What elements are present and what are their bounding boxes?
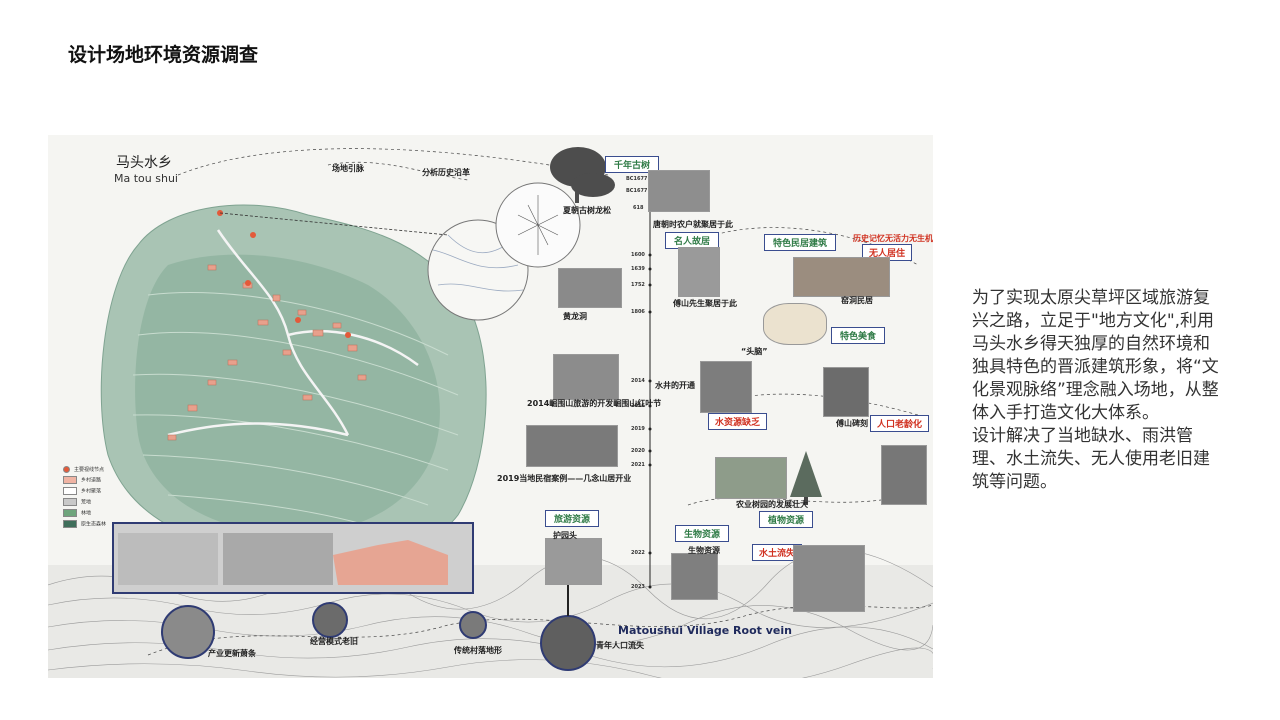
tag-tourism: 旅游资源 xyxy=(545,510,600,527)
tag-aging: 人口老龄化 xyxy=(870,415,930,432)
legend-label: 乡村道路 xyxy=(81,477,102,484)
year-label: 2023 xyxy=(631,584,645,590)
year-label: 1600 xyxy=(631,252,645,258)
legend-item: 荒地 xyxy=(63,498,91,506)
food-photo xyxy=(763,303,827,345)
tour-caption: 2014崛围山旅游的开发崛围山红叶节 xyxy=(527,399,662,408)
soil-photo xyxy=(793,545,865,612)
stele-photo xyxy=(823,367,869,417)
homestay-photo xyxy=(526,425,618,467)
legend-item: 林地 xyxy=(63,509,91,517)
tag-food: 特色美食 xyxy=(831,327,886,344)
legend-swatch xyxy=(63,466,70,473)
legend-item: 乡村聚落 xyxy=(63,487,101,495)
year-label: 2022 xyxy=(631,550,645,556)
legend-label: 乡村聚落 xyxy=(81,488,102,495)
tour-photo xyxy=(553,354,619,400)
description-text: 为了实现太原尖草坪区域旅游复兴之路，立足于"地方文化",利用马头水乡得天独厚的自… xyxy=(972,287,1222,494)
toutou-caption: “头脑” xyxy=(741,347,768,356)
year-label: 2021 xyxy=(631,462,645,468)
site-analysis-board: 马头水乡 Ma tou shui 场地引脉 分析历史沿革 BC1677 BC16… xyxy=(48,135,933,678)
legend-label: 林地 xyxy=(81,510,92,517)
tag-folk-building: 特色民居建筑 xyxy=(764,234,837,251)
site-guide-label: 场地引脉 xyxy=(332,164,364,173)
memory-note: 历史记忆无活力无生机 xyxy=(853,234,933,243)
cave-house-photo xyxy=(793,257,890,297)
year-label: 2020 xyxy=(631,448,645,454)
fushan-photo xyxy=(678,247,720,297)
xia-pine-caption: 夏朝古树龙松 xyxy=(563,206,611,215)
legend-item: 主要视线节点 xyxy=(63,466,104,473)
year-label: BC1677 xyxy=(626,188,648,194)
place-subtitle: Ma tou shui xyxy=(114,172,178,185)
hugang-caption: 护园头 xyxy=(553,531,577,540)
bio-caption: 生物资源 xyxy=(688,546,720,555)
legend-swatch xyxy=(63,476,77,484)
industry-caption: 产业更新萧条 xyxy=(208,649,256,658)
year-label: 618 xyxy=(633,205,644,211)
well-photo xyxy=(700,361,752,413)
yellow-dragon-caption: 黄龙洞 xyxy=(563,312,587,321)
tag-ancient-tree: 千年古树 xyxy=(605,156,660,173)
legend-swatch xyxy=(63,520,77,528)
homestay-caption: 2019当地民宿案例——几念山居开业 xyxy=(497,474,632,483)
orchard-caption: 农业树园的发展壮大 xyxy=(736,500,808,509)
hugang-photo xyxy=(545,538,602,585)
year-label: BC1677 xyxy=(626,176,648,182)
cave-photo xyxy=(558,268,622,308)
history-label: 分析历史沿革 xyxy=(422,168,470,177)
bio-photo xyxy=(671,553,718,600)
description-paragraph: 为了实现太原尖草坪区域旅游复兴之路，立足于"地方文化",利用马头水乡得天独厚的自… xyxy=(972,288,1219,423)
orchard-photo xyxy=(715,457,787,499)
legend-item: 乡村道路 xyxy=(63,476,101,484)
legend-label: 主要视线节点 xyxy=(74,467,105,473)
terrain-caption: 传统村落地形 xyxy=(454,646,502,655)
legend-swatch xyxy=(63,498,77,506)
year-label: 1639 xyxy=(631,266,645,272)
legend-swatch xyxy=(63,487,77,495)
page-title: 设计场地环境资源调查 xyxy=(68,44,259,66)
place-title: 马头水乡 xyxy=(116,155,172,171)
year-label: 2016 xyxy=(631,403,645,409)
vein-title: Matoushui Village Root vein xyxy=(618,624,792,637)
year-label: 2014 xyxy=(631,378,645,384)
farmer-photo xyxy=(648,170,710,212)
well-caption: 水井的开通 xyxy=(655,381,695,390)
description-paragraph: 设计解决了当地缺水、雨洪管理、水土流失、无人使用老旧建筑等问题。 xyxy=(972,426,1210,492)
youth-loss-caption: 青年人口流失 xyxy=(596,641,644,650)
cave-house-caption: 窑洞民居 xyxy=(841,296,873,305)
year-label: 1752 xyxy=(631,282,645,288)
year-label: 2019 xyxy=(631,426,645,432)
legend-label: 荒地 xyxy=(81,499,92,506)
fushan-caption: 傅山先生聚居于此 xyxy=(673,299,737,308)
tag-plant: 植物资源 xyxy=(759,511,814,528)
board-graphics xyxy=(48,147,933,678)
old-mode-caption: 经营模式老旧 xyxy=(310,637,358,646)
legend-swatch xyxy=(63,509,77,517)
tag-water-shortage: 水资源缺乏 xyxy=(708,413,768,430)
legend-item: 原生态森林 xyxy=(63,520,106,528)
elder-photo xyxy=(881,445,927,505)
year-label: 1806 xyxy=(631,309,645,315)
legend-label: 原生态森林 xyxy=(81,521,107,528)
tang-farmer-caption: 唐朝时农户就聚居于此 xyxy=(653,220,733,229)
stele-caption: 傅山碑刻 xyxy=(836,419,868,428)
tag-bio: 生物资源 xyxy=(675,525,730,542)
